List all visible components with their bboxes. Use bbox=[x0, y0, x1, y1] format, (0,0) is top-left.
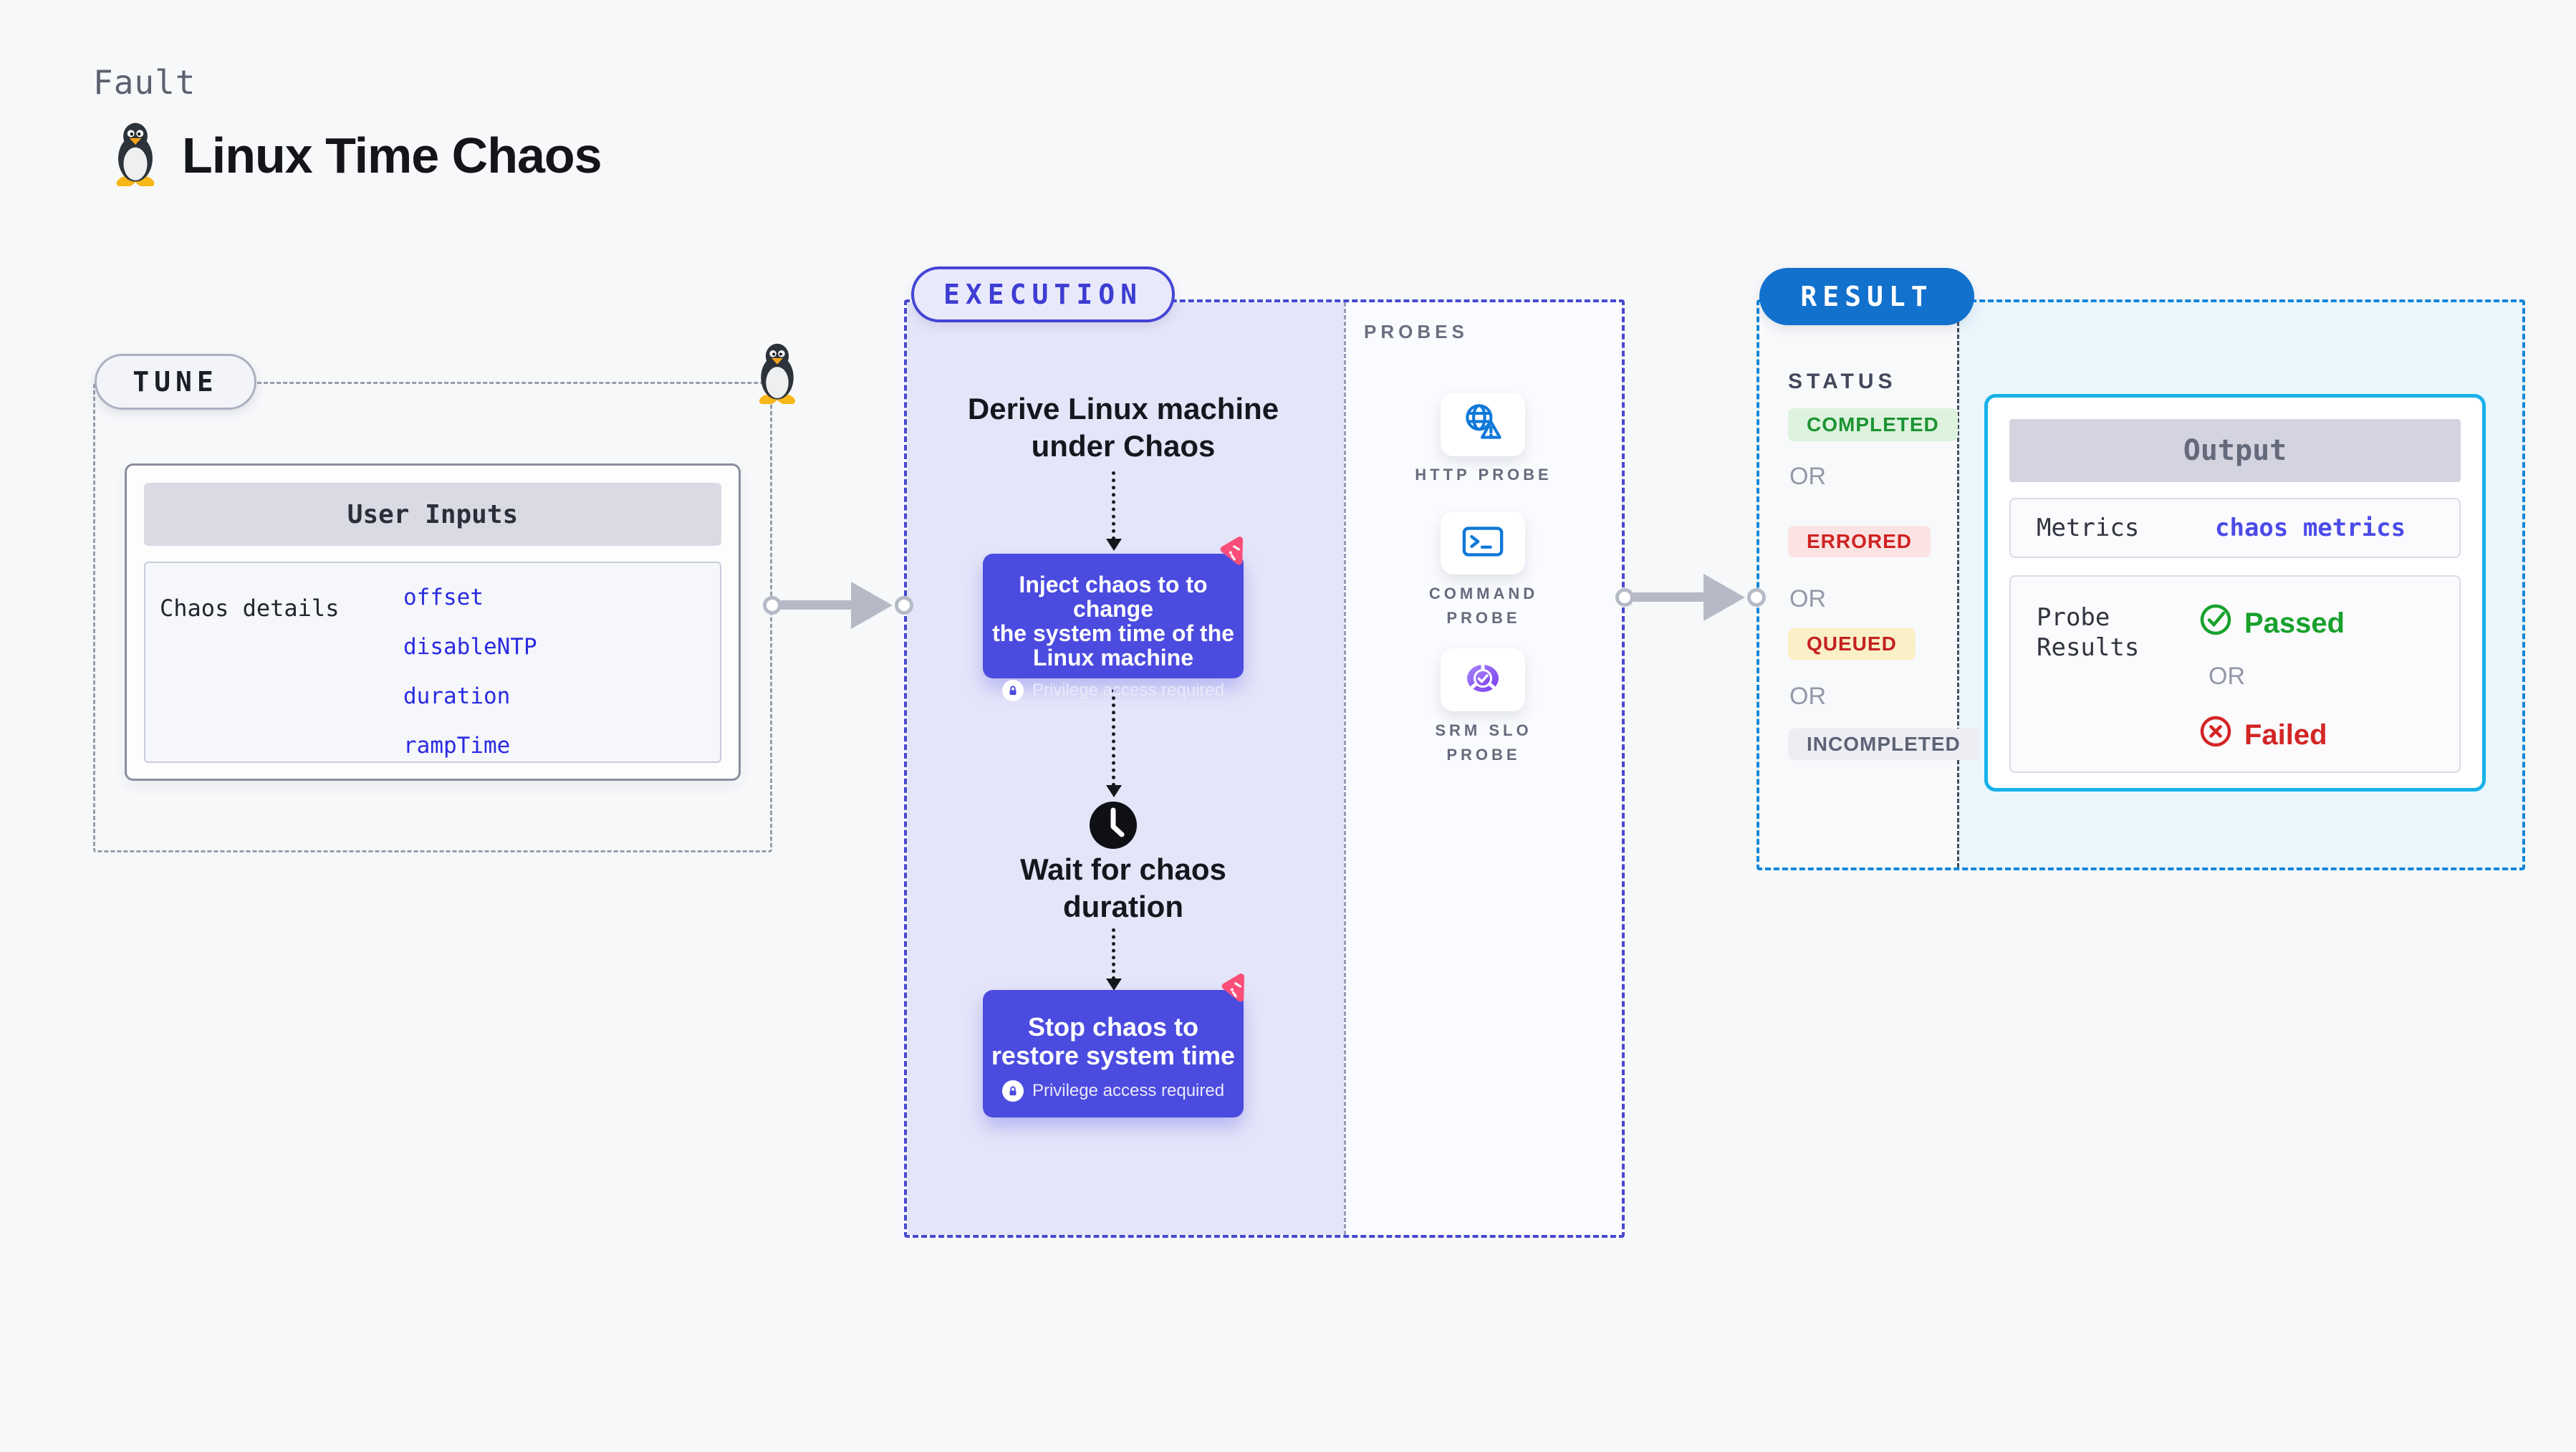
status-badge-queued: QUEUED bbox=[1788, 628, 1916, 660]
lock-icon bbox=[1001, 680, 1024, 701]
or-separator: OR bbox=[1789, 463, 1826, 490]
tunable-input-links: offset disableNTP duration rampTime bbox=[403, 585, 537, 759]
input-link-offset[interactable]: offset bbox=[403, 585, 484, 610]
tune-badge-label: TUNE bbox=[133, 366, 218, 398]
probe-results-label: Probe Results bbox=[2037, 603, 2140, 662]
output-card: Output Metrics chaos metrics Probe Resul… bbox=[1984, 394, 2486, 792]
fault-eyebrow: Fault bbox=[93, 63, 196, 102]
privilege-note: Privilege access required bbox=[983, 1080, 1244, 1102]
derive-step-text: Derive Linux machine under Chaos bbox=[967, 392, 1279, 463]
flow-arrow-1 bbox=[1106, 471, 1122, 551]
status-label: STATUS bbox=[1788, 370, 1897, 393]
srm-slo-probe-card[interactable] bbox=[1441, 648, 1525, 711]
x-circle-icon bbox=[2198, 714, 2233, 756]
probe-passed-verdict: Passed bbox=[2198, 602, 2345, 644]
tune-badge[interactable]: TUNE bbox=[95, 354, 256, 410]
flow-arrow-3 bbox=[1106, 928, 1122, 991]
flow-arrow-2 bbox=[1106, 689, 1122, 797]
tux-penguin-icon-small bbox=[752, 341, 802, 408]
stop-chaos-node[interactable]: Stop chaos to restore system time Privil… bbox=[983, 990, 1244, 1117]
command-probe-label: COMMAND PROBE bbox=[1428, 585, 1539, 627]
check-circle-icon bbox=[2198, 602, 2233, 644]
status-column bbox=[1759, 302, 1957, 867]
chaos-details-row: Chaos details offset disableNTP duration… bbox=[144, 562, 721, 763]
page-title: Linux Time Chaos bbox=[182, 127, 602, 183]
user-inputs-card: User Inputs Chaos details offset disable… bbox=[125, 463, 741, 781]
input-link-duration[interactable]: duration bbox=[403, 683, 511, 709]
execution-badge-label: EXECUTION bbox=[943, 279, 1143, 310]
globe-alert-icon bbox=[1459, 400, 1506, 451]
probes-divider bbox=[1344, 302, 1346, 1235]
probes-section-label: PROBES bbox=[1364, 321, 1469, 342]
tune-section bbox=[93, 382, 772, 852]
probe-results-row: Probe Results Passed OR bbox=[2009, 575, 2461, 773]
wait-step-text: Wait for chaos duration bbox=[1020, 852, 1226, 923]
slo-donut-icon bbox=[1460, 657, 1506, 703]
chaos-details-label: Chaos details bbox=[160, 595, 340, 622]
input-link-disablentp[interactable]: disableNTP bbox=[403, 634, 537, 660]
or-separator: OR bbox=[1789, 683, 1826, 710]
inject-chaos-node[interactable]: Inject chaos to to change the system tim… bbox=[983, 554, 1244, 701]
command-probe-card[interactable] bbox=[1441, 511, 1525, 574]
result-badge-label: RESULT bbox=[1800, 281, 1933, 312]
tux-penguin-icon bbox=[109, 120, 162, 190]
status-badge-completed: COMPLETED bbox=[1788, 408, 1958, 441]
chaos-metrics-link[interactable]: chaos metrics bbox=[2215, 514, 2406, 542]
clock-icon bbox=[1089, 801, 1138, 853]
http-probe-label: HTTP PROBE bbox=[1415, 466, 1552, 484]
input-link-ramptime[interactable]: rampTime bbox=[403, 733, 511, 759]
user-inputs-header: User Inputs bbox=[144, 483, 721, 546]
probe-failed-verdict: Failed bbox=[2198, 714, 2327, 756]
or-separator: OR bbox=[2209, 663, 2245, 690]
terminal-icon bbox=[1461, 524, 1505, 563]
metrics-label: Metrics bbox=[2037, 514, 2140, 542]
chaos-pink-icon bbox=[1218, 973, 1252, 1011]
metrics-row: Metrics chaos metrics bbox=[2009, 498, 2461, 558]
result-badge[interactable]: RESULT bbox=[1759, 268, 1974, 325]
status-badge-errored: ERRORED bbox=[1788, 526, 1931, 557]
or-separator: OR bbox=[1789, 585, 1826, 612]
title-row: Linux Time Chaos bbox=[109, 120, 602, 190]
privilege-note: Privilege access required bbox=[983, 680, 1244, 701]
execution-badge[interactable]: EXECUTION bbox=[911, 266, 1175, 322]
http-probe-card[interactable] bbox=[1441, 393, 1525, 456]
output-header: Output bbox=[2009, 419, 2461, 482]
result-divider bbox=[1957, 302, 1959, 867]
lock-icon bbox=[1001, 1080, 1024, 1102]
chaos-pink-icon bbox=[1216, 536, 1251, 574]
status-badge-incompleted: INCOMPLETED bbox=[1788, 729, 1979, 760]
srm-slo-probe-label: SRM SLO PROBE bbox=[1435, 721, 1532, 764]
